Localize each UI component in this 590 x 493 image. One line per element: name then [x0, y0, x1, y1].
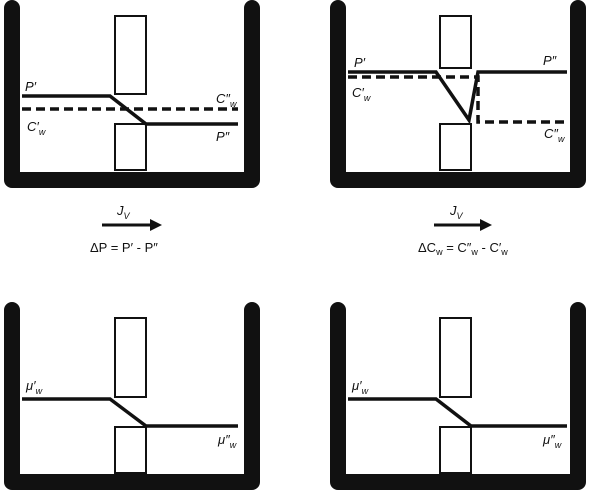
- label-cw-prime: C′w: [27, 119, 46, 137]
- chemical-potential-profile-line: [348, 397, 567, 428]
- concentration-profile-dashed: [348, 75, 567, 124]
- equation-delta-p: ΔP = P′ - P″: [90, 240, 158, 255]
- label-cw-double-prime: C″w: [544, 126, 565, 144]
- membrane-pore-upper: [439, 317, 472, 398]
- membrane-pore-lower: [114, 123, 147, 171]
- label-mu-prime: μ′w: [351, 378, 369, 396]
- label-p-prime: P′: [25, 79, 37, 94]
- equation-delta-cw: ΔCw = C″w - C′w: [418, 240, 508, 257]
- panel-bottom-right: μ′w μ″w: [330, 302, 586, 490]
- flux-arrow-head: [480, 219, 492, 231]
- membrane-pore-upper: [439, 15, 472, 69]
- panel-top-right: P′ P″ C′w C″w JV ΔCw = C″w - C′w: [330, 0, 586, 257]
- flux-label: JV: [116, 203, 131, 221]
- membrane-pore-lower: [439, 426, 472, 474]
- flux-arrow-head: [150, 219, 162, 231]
- label-cw-double-prime: C″w: [216, 91, 237, 109]
- membrane-pore-lower: [114, 426, 147, 474]
- label-mu-prime: μ′w: [25, 378, 43, 396]
- panel-top-left: P′ C″w C′w P″ JV ΔP = P′ - P″: [4, 0, 260, 255]
- membrane-pore-lower: [439, 123, 472, 171]
- chemical-potential-profile-line: [22, 397, 238, 428]
- label-p-double-prime: P″: [543, 53, 557, 68]
- flux-label: JV: [449, 203, 464, 221]
- label-p-prime: P′: [354, 55, 366, 70]
- container-outline: [330, 302, 586, 490]
- label-p-double-prime: P″: [216, 129, 230, 144]
- container-outline: [4, 302, 260, 490]
- label-mu-double-prime: μ″w: [542, 432, 562, 450]
- container-outline: [4, 0, 260, 188]
- membrane-pore-upper: [114, 15, 147, 95]
- pressure-profile-line: [348, 70, 567, 125]
- label-cw-prime: C′w: [352, 85, 371, 103]
- label-mu-double-prime: μ″w: [217, 432, 237, 450]
- container-outline: [330, 0, 586, 188]
- panel-bottom-left: μ′w μ″w: [4, 302, 260, 490]
- membrane-pore-upper: [114, 317, 147, 398]
